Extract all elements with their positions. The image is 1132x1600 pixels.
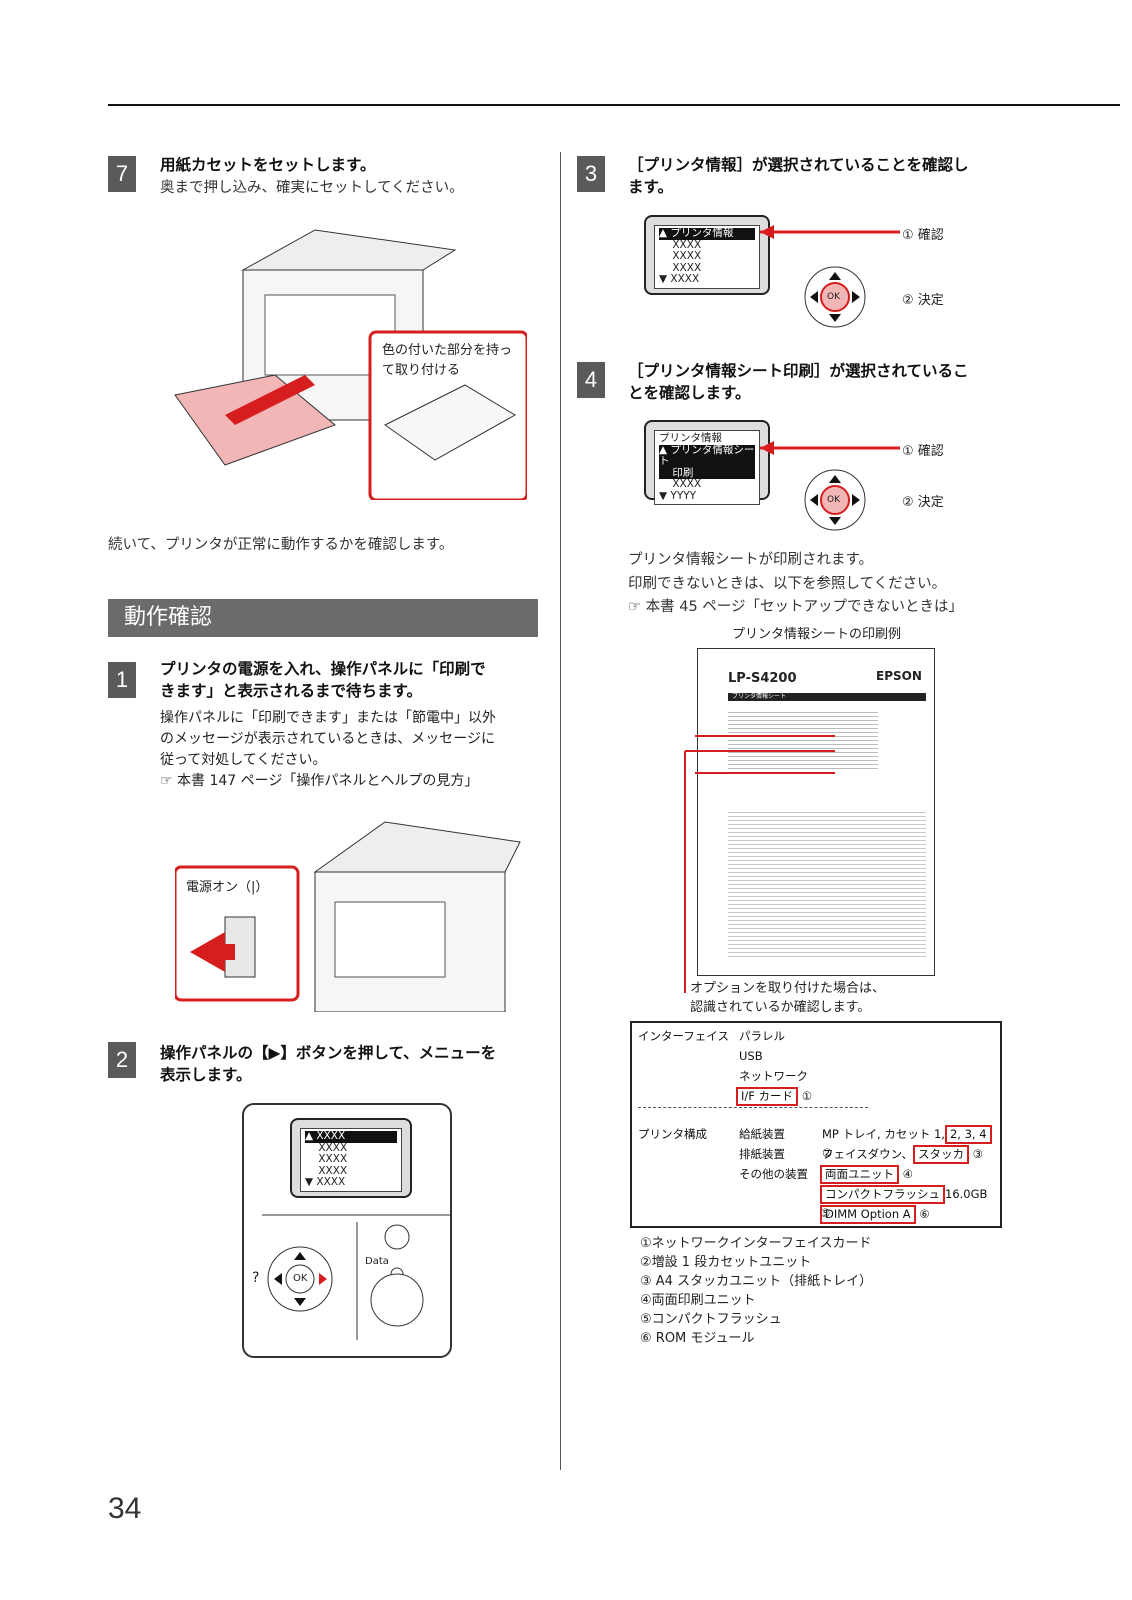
power-label: 電源オン（|）	[186, 880, 269, 895]
config-value: DIMM Option A ⑥	[820, 1205, 930, 1224]
config-key: その他の装置	[739, 1167, 808, 1181]
callout-lines	[684, 735, 835, 993]
decide-label: ② 決定	[902, 293, 944, 308]
panel-lcd: ▲ XXXX XXXX XXXX XXXX ▼ XXXX	[290, 1118, 412, 1198]
dashed-divider	[638, 1107, 868, 1108]
step-number: 3	[577, 156, 605, 192]
top-rule	[108, 104, 1120, 106]
body-line1: プリンタ情報シートが印刷されます。	[628, 552, 874, 568]
config-key: 給紙装置	[739, 1127, 785, 1141]
cassette-illustration	[174, 229, 527, 500]
ok-dial-illustration	[760, 225, 900, 328]
option-note-line2: 認識されているか確認します。	[690, 1000, 871, 1015]
down-arrow-icon: ▼	[305, 1176, 314, 1188]
lcd-screen: ▲ プリンタ情報 XXXX XXXX XXXX ▼ XXXX	[654, 225, 760, 289]
reference-icon: ☞	[160, 773, 178, 789]
step-title-line1: ［プリンタ情報シート印刷］が選択されているこ	[628, 362, 969, 380]
step-title-line1: ［プリンタ情報］が選択されていることを確認し	[628, 156, 969, 174]
ok-button[interactable]: OK	[827, 292, 840, 302]
up-arrow-icon: ▲	[305, 1130, 314, 1142]
printer-config-label: プリンタ構成	[638, 1127, 707, 1141]
step-title-line2: 表示します。	[160, 1066, 252, 1084]
step-title-line2: ます。	[628, 178, 673, 196]
step-body-line1: 操作パネルに「印刷できます」または「節電中」以外	[160, 710, 496, 726]
step-title-line2: とを確認します。	[628, 384, 751, 402]
column-divider	[560, 152, 561, 1470]
panel-lcd: プリンタ情報 ▲ プリンタ情報シート 印刷 XXXX ▼ YYYY	[644, 420, 770, 505]
reference-icon: ☞	[628, 599, 646, 615]
confirm-label: ① 確認	[902, 444, 944, 459]
step-title-line1: 操作パネルの【▶】ボタンを押して、メニューを	[160, 1044, 497, 1062]
panel-buttons	[262, 1214, 452, 1340]
step-number: 7	[108, 156, 136, 192]
config-key: 排紙装置	[739, 1147, 785, 1161]
printer-illustration	[175, 821, 521, 1012]
footnote: ④両面印刷ユニット	[640, 1293, 756, 1308]
ok-button[interactable]: OK	[827, 495, 840, 505]
body-line2: 印刷できないときは、以下を参照してください。	[628, 576, 947, 592]
sheet-header-bar: プリンタ情報シート	[728, 693, 926, 701]
footnote: ①ネットワークインターフェイスカード	[640, 1236, 872, 1251]
confirm-label: ① 確認	[902, 228, 944, 243]
sheet-brand-logo: EPSON	[876, 669, 922, 683]
step-title-line2: きます」と表示されるまで待ちます。	[160, 682, 422, 700]
lcd-screen: ▲ XXXX XXXX XXXX XXXX ▼ XXXX	[300, 1128, 402, 1192]
decide-label: ② 決定	[902, 495, 944, 510]
sheet-caption: プリンタ情報シートの印刷例	[732, 627, 902, 642]
footnote: ⑥ ROM モジュール	[640, 1331, 755, 1346]
ok-dial-illustration	[760, 441, 900, 531]
step-number: 2	[108, 1042, 136, 1078]
page-reference: ☞ 本書 147 ページ「操作パネルとヘルプの見方」	[160, 773, 479, 789]
step-number: 1	[108, 662, 136, 698]
iface-item: I/F カード ①	[736, 1087, 812, 1106]
step-body-line3: 従って対処してください。	[160, 752, 327, 768]
printer-info-sheet: LP-S4200 EPSON プリンタ情報シート	[697, 648, 935, 976]
up-arrow-icon: ▲	[659, 227, 668, 239]
down-arrow-icon: ▼	[659, 489, 668, 502]
step-body: 奥まで押し込み、確実にセットしてください。	[160, 180, 464, 196]
step-title-line1: プリンタの電源を入れ、操作パネルに「印刷で	[160, 660, 486, 678]
sheet-text-block	[728, 809, 926, 959]
page-number: 34	[108, 1492, 142, 1525]
step-title: 用紙カセットをセットします。	[160, 156, 376, 174]
ok-button[interactable]: OK	[293, 1273, 308, 1284]
footnote: ③ A4 スタッカユニット（排紙トレイ）	[640, 1274, 873, 1289]
sheet-text-block	[728, 709, 878, 771]
footnote: ②増設 1 段カセットユニット	[640, 1255, 812, 1270]
options-table: インターフェイス パラレル USB ネットワーク I/F カード ① プリンタ構…	[630, 1021, 1002, 1228]
callout-text: 色の付いた部分を持って取り付ける	[382, 343, 513, 378]
panel-lcd: ▲ プリンタ情報 XXXX XXXX XXXX ▼ XXXX	[644, 215, 770, 295]
sheet-model: LP-S4200	[728, 671, 797, 686]
iface-item: USB	[739, 1049, 763, 1063]
step-body-line2: のメッセージが表示されているときは、メッセージに	[160, 731, 496, 747]
config-value: MP トレイ, カセット 1,2, 3, 4 ②	[822, 1125, 1000, 1163]
footnote: ⑤コンパクトフラッシュ	[640, 1312, 782, 1327]
iface-label: インターフェイス	[638, 1029, 729, 1043]
lcd-screen: プリンタ情報 ▲ プリンタ情報シート 印刷 XXXX ▼ YYYY	[654, 430, 760, 505]
help-label: ?	[252, 1270, 260, 1286]
config-value: 両面ユニット ④	[820, 1165, 913, 1184]
section-title: 動作確認	[108, 599, 538, 637]
iface-item: ネットワーク	[739, 1069, 808, 1083]
iface-item: パラレル	[739, 1029, 785, 1043]
config-value: フェイスダウン、スタッカ ③	[822, 1145, 983, 1164]
option-note-line1: オプションを取り付けた場合は、	[690, 981, 886, 996]
page-reference: ☞ 本書 45 ページ「セットアップできないときは」	[628, 599, 963, 615]
down-arrow-icon: ▼	[659, 273, 668, 285]
up-arrow-icon: ▲	[659, 443, 668, 456]
data-label: Data	[365, 1256, 389, 1267]
step-number: 4	[577, 362, 605, 398]
continue-text: 続いて、プリンタが正常に動作するかを確認します。	[108, 537, 454, 553]
